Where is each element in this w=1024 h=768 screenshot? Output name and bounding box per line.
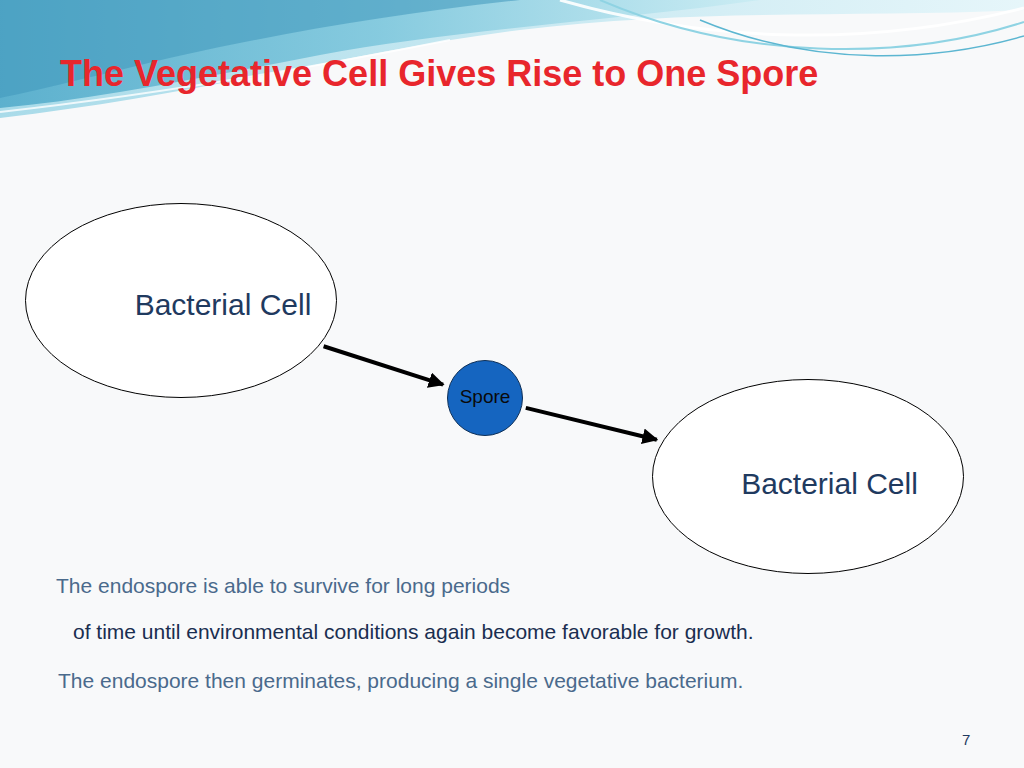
body-note: The endospore then germinates, producing… (58, 668, 998, 694)
header-line (560, 0, 1024, 35)
header-line (700, 20, 1024, 56)
cell-ellipse: Bacterial Cell (652, 379, 964, 574)
flow-arrow (526, 408, 657, 440)
flow-arrow (324, 346, 444, 384)
body-note: of time until environmental conditions a… (73, 619, 1013, 645)
outline-shape (653, 380, 964, 574)
node-label: Bacterial Cell (707, 466, 952, 502)
cell-ellipse: Bacterial Cell (25, 203, 337, 398)
outline-shape (448, 361, 523, 436)
header-wave (0, 0, 1024, 118)
body-note: The endospore is able to survive for lon… (56, 573, 956, 599)
node-label: Spore (447, 386, 523, 409)
spore-circle: Spore (447, 360, 523, 436)
node-label: Bacterial Cell (103, 287, 343, 323)
slide-title: The Vegetative Cell Gives Rise to One Sp… (60, 50, 870, 98)
page-number: 7 (962, 731, 1002, 750)
header-line (600, 0, 1024, 49)
